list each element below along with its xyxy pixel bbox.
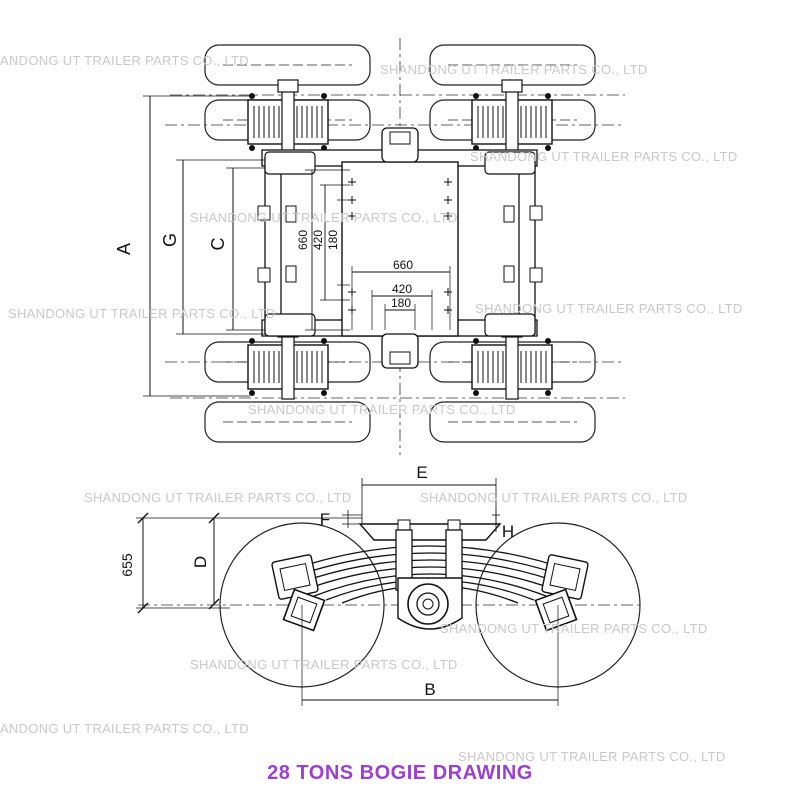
watermark-text: SHANDONG UT TRAILER PARTS CO., LTD — [458, 749, 726, 764]
drawing-caption: 28 TONS BOGIE DRAWING — [267, 762, 533, 784]
top-view: A G C 660 420 180 660 420 — [114, 38, 625, 455]
dim-label-g: G — [160, 233, 180, 247]
vdim-420: 420 — [311, 230, 325, 250]
watermark-text: SHANDONG UT TRAILER PARTS CO., LTD — [248, 402, 516, 417]
dim-label-e: E — [416, 463, 427, 482]
dim-value-655: 655 — [119, 553, 135, 577]
dim-label-a: A — [114, 243, 134, 255]
dim-label-d: D — [191, 556, 210, 568]
vdim-180: 180 — [326, 230, 340, 250]
watermark-text: SHANDONG UT TRAILER PARTS CO., LTD — [475, 301, 743, 316]
watermark-text: SHANDONG UT TRAILER PARTS CO., LTD — [420, 490, 688, 505]
hub-front-right — [471, 79, 553, 155]
hdim-420: 420 — [392, 282, 412, 296]
dim-label-b: B — [424, 680, 435, 699]
dim-label-c: C — [208, 238, 228, 251]
watermark-text: ANDONG UT TRAILER PARTS CO., LTD — [0, 721, 249, 736]
dim-label-f: F — [320, 510, 330, 529]
dim-label-h: H — [502, 522, 514, 541]
watermark-text: SHANDONG UT TRAILER PARTS CO., LTD — [8, 306, 276, 321]
watermark-text: SHANDONG UT TRAILER PARTS CO., LTD — [190, 210, 458, 225]
watermark-text: SHANDONG UT TRAILER PARTS CO., LTD — [440, 621, 708, 636]
hdim-660: 660 — [393, 258, 413, 272]
watermark-text: ANDONG UT TRAILER PARTS CO., LTD — [0, 53, 249, 68]
side-view: E F H 655 D B — [119, 463, 641, 706]
vdim-660: 660 — [296, 230, 310, 250]
watermark-text: SHANDONG UT TRAILER PARTS CO., LTD — [380, 62, 648, 77]
hdim-180: 180 — [391, 296, 411, 310]
watermark-text: SHANDONG UT TRAILER PARTS CO., LTD — [84, 490, 352, 505]
watermark-text: SHANDONG UT TRAILER PARTS CO., LTD — [470, 149, 738, 164]
watermark-text: SHANDONG UT TRAILER PARTS CO., LTD — [190, 657, 458, 672]
hub-front-left — [247, 79, 329, 155]
